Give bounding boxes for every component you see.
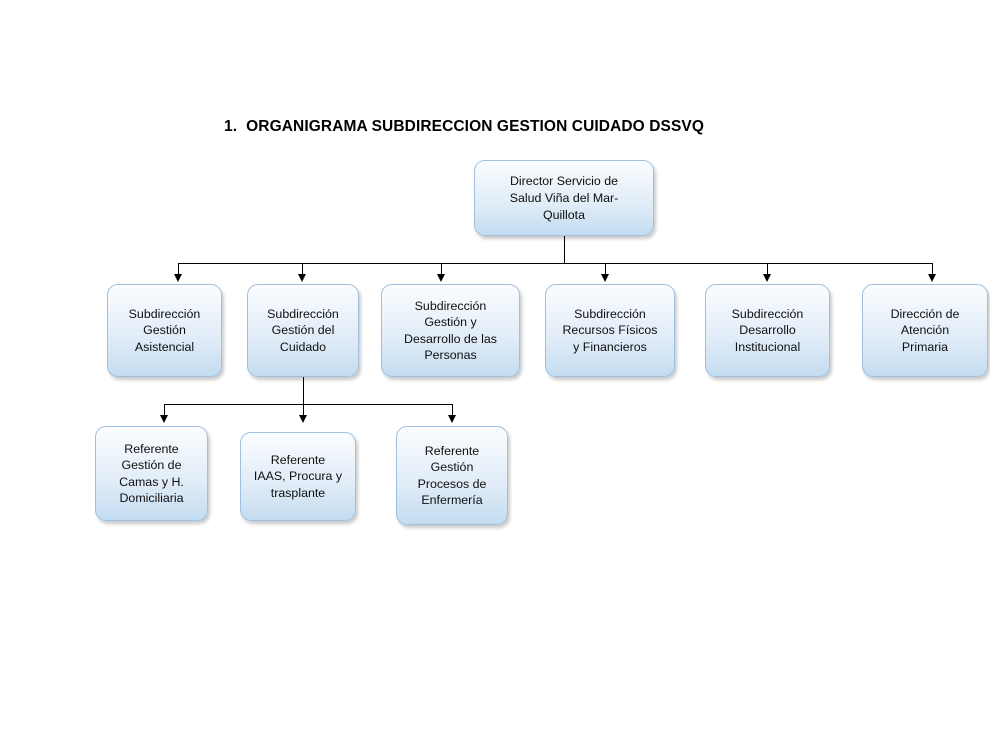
node-label: Subdirección Recursos Físicos y Financie… <box>562 307 658 354</box>
node-referente-gestion-camas-hospitalizacion-domiciliaria[interactable]: Referente Gestión de Camas y H. Domicili… <box>95 426 208 521</box>
node-label: Referente IAAS, Procura y trasplante <box>253 453 343 500</box>
arrowhead-l2-4 <box>601 274 609 282</box>
connector-stem-l3-1 <box>164 404 165 417</box>
arrowhead-l3-3 <box>448 415 456 423</box>
connector-stem-l3-3 <box>452 404 453 417</box>
title-text: ORGANIGRAMA SUBDIRECCION GESTION CUIDADO… <box>246 118 704 135</box>
connector-stem-l2-2 <box>302 263 303 276</box>
connector-cuidado-drop <box>303 377 304 404</box>
node-label: Dirección de Atención Primaria <box>890 307 960 354</box>
connector-stem-l2-3 <box>441 263 442 276</box>
node-subdireccion-gestion-desarrollo-personas[interactable]: Subdirección Gestión y Desarrollo de las… <box>381 284 520 377</box>
node-referente-iaas-procura-trasplante[interactable]: Referente IAAS, Procura y trasplante <box>240 432 356 521</box>
arrowhead-l3-1 <box>160 415 168 423</box>
arrowhead-l2-3 <box>437 274 445 282</box>
node-subdireccion-desarrollo-institucional[interactable]: Subdirección Desarrollo Institucional <box>705 284 830 377</box>
node-label: Subdirección Desarrollo Institucional <box>731 307 804 354</box>
connector-bus-level3 <box>164 404 452 405</box>
page-title: 1. ORGANIGRAMA SUBDIRECCION GESTION CUIDA… <box>224 118 704 136</box>
node-subdireccion-gestion-asistencial[interactable]: Subdirección Gestión Asistencial <box>107 284 222 377</box>
arrowhead-l2-1 <box>174 274 182 282</box>
connector-root-drop <box>564 236 565 263</box>
node-label: Subdirección Gestión Asistencial <box>128 307 201 354</box>
connector-stem-l2-4 <box>605 263 606 276</box>
node-label: Director Servicio de Salud Viña del Mar-… <box>509 173 619 222</box>
node-referente-gestion-procesos-enfermeria[interactable]: Referente Gestión Procesos de Enfermería <box>396 426 508 525</box>
connector-stem-l2-1 <box>178 263 179 276</box>
node-label: Referente Gestión de Camas y H. Domicili… <box>119 441 184 505</box>
arrowhead-l2-5 <box>763 274 771 282</box>
arrowhead-l2-2 <box>298 274 306 282</box>
connector-stem-l2-6 <box>932 263 933 276</box>
connector-bus-level2 <box>178 263 933 264</box>
node-direccion-atencion-primaria[interactable]: Dirección de Atención Primaria <box>862 284 988 377</box>
node-label: Subdirección Gestión y Desarrollo de las… <box>404 298 497 362</box>
arrowhead-l2-6 <box>928 274 936 282</box>
arrowhead-l3-2 <box>299 415 307 423</box>
node-label: Referente Gestión Procesos de Enfermería <box>417 443 487 507</box>
node-subdireccion-gestion-del-cuidado[interactable]: Subdirección Gestión del Cuidado <box>247 284 359 377</box>
node-root-director[interactable]: Director Servicio de Salud Viña del Mar-… <box>474 160 654 236</box>
connector-stem-l2-5 <box>767 263 768 276</box>
node-label: Subdirección Gestión del Cuidado <box>267 307 339 354</box>
node-subdireccion-recursos-fisicos-financieros[interactable]: Subdirección Recursos Físicos y Financie… <box>545 284 675 377</box>
title-number: 1. <box>224 118 238 135</box>
connector-stem-l3-2 <box>303 404 304 417</box>
